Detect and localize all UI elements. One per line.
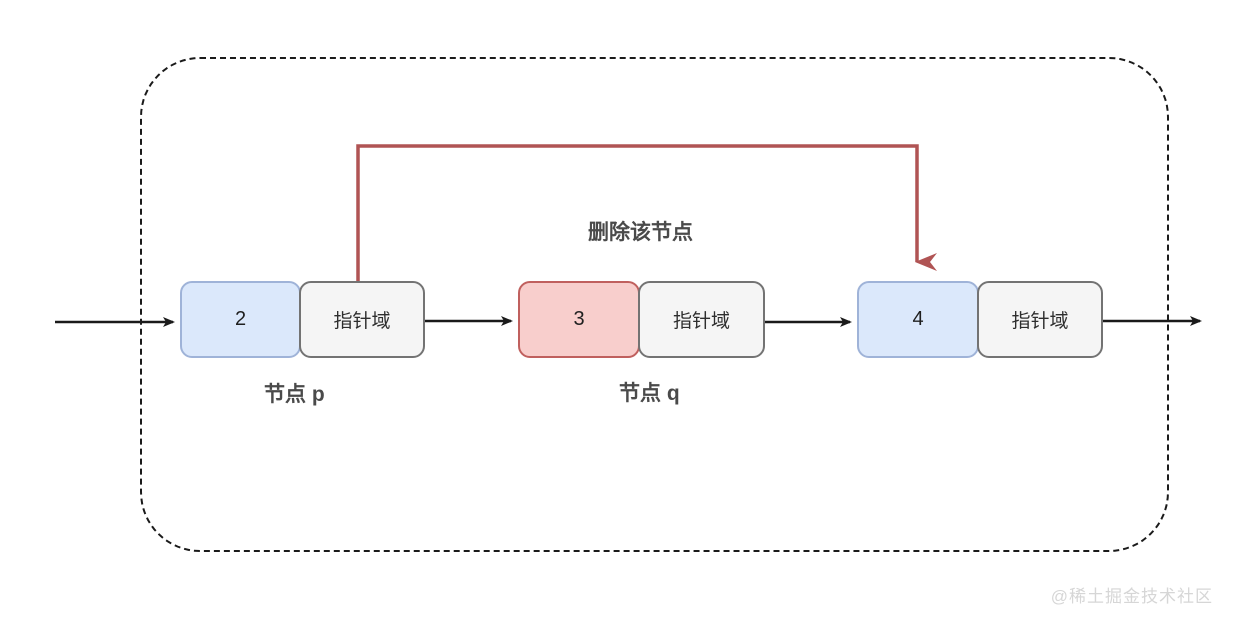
delete-annotation: 删除该节点 (588, 221, 693, 244)
node-next-data-cell: 4 (857, 281, 979, 358)
dashed-boundary (140, 57, 1169, 552)
node-q-pointer-cell: 指针域 (638, 281, 765, 358)
node-q-data-cell: 3 (518, 281, 640, 358)
node-p-label: 节点 p (264, 383, 325, 406)
redirect-pointer-arrow (356, 144, 937, 283)
node-next-pointer-cell: 指针域 (977, 281, 1103, 358)
node-q-label: 节点 q (619, 382, 680, 405)
node-p-data-cell: 2 (180, 281, 301, 358)
watermark: @稀土掘金技术社区 (1050, 587, 1213, 606)
node-p-pointer-cell: 指针域 (299, 281, 425, 358)
